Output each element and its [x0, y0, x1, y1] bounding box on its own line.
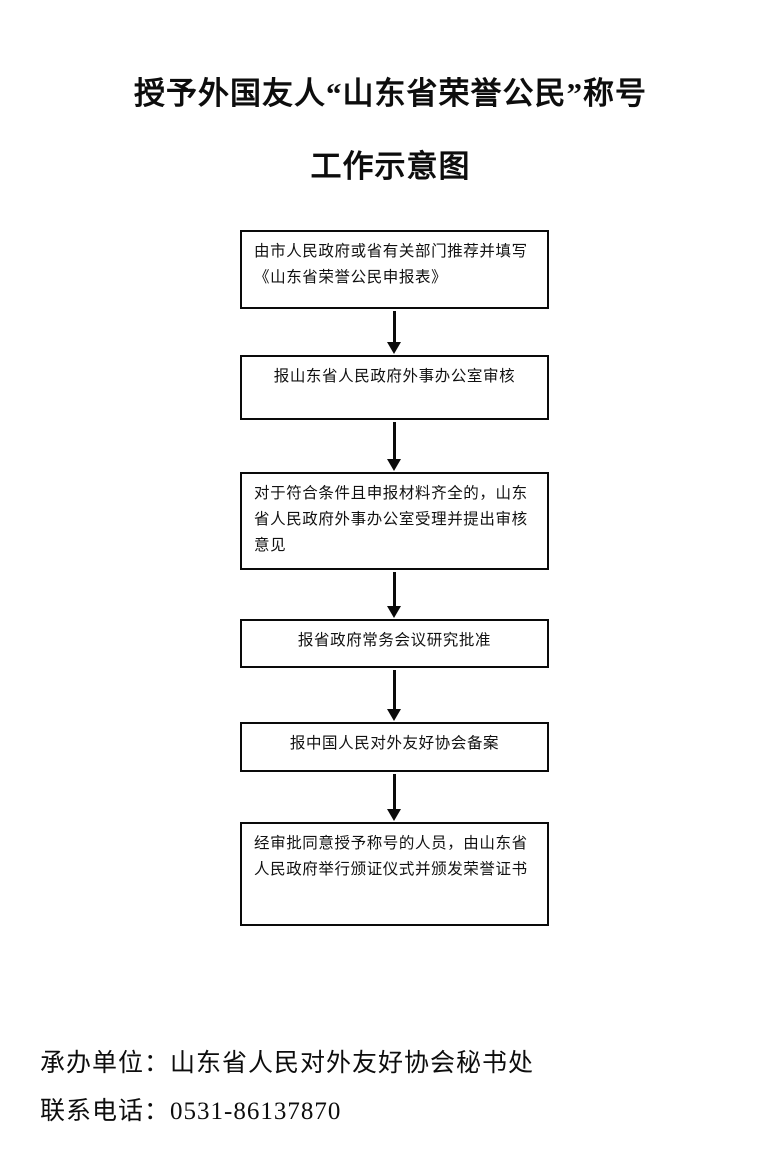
flow-arrow-2-to-3 [387, 422, 401, 471]
title-line-2: 工作示意图 [310, 149, 471, 184]
arrow-head-icon [387, 709, 401, 721]
footer: 承办单位：山东省人民对外友好协会秘书处 联系电话：0531-86137870 [40, 1040, 740, 1136]
flow-arrow-1-to-2 [387, 311, 401, 354]
arrow-head-icon [387, 606, 401, 618]
flow-node-step-1: 由市人民政府或省有关部门推荐并填写《山东省荣誉公民申报表》 [240, 230, 549, 309]
flow-node-step-6: 经审批同意授予称号的人员，由山东省人民政府举行颁证仪式并颁发荣誉证书 [240, 822, 549, 926]
flow-node-step-3-label: 对于符合条件且申报材料齐全的，山东省人民政府外事办公室受理并提出审核意见 [254, 485, 528, 554]
arrow-head-icon [387, 809, 401, 821]
flow-arrow-5-to-6 [387, 774, 401, 821]
flow-node-step-1-label: 由市人民政府或省有关部门推荐并填写《山东省荣誉公民申报表》 [254, 243, 528, 286]
flow-node-step-2-label: 报山东省人民政府外事办公室审核 [273, 368, 516, 385]
arrow-head-icon [387, 342, 401, 354]
flow-node-step-5-label: 报中国人民对外友好协会备案 [289, 735, 500, 752]
flow-node-step-4-label: 报省政府常务会议研究批准 [297, 632, 492, 649]
footer-organization: 承办单位：山东省人民对外友好协会秘书处 [40, 1050, 535, 1077]
footer-phone: 联系电话：0531-86137870 [40, 1098, 342, 1125]
arrow-head-icon [387, 459, 401, 471]
title-line-1: 授予外国友人“山东省荣誉公民”称号 [134, 76, 647, 111]
flow-node-step-4: 报省政府常务会议研究批准 [240, 619, 549, 668]
flow-node-step-6-label: 经审批同意授予称号的人员，由山东省人民政府举行颁证仪式并颁发荣誉证书 [254, 835, 528, 878]
page-title: 授予外国友人“山东省荣誉公民”称号 工作示意图 [0, 78, 781, 182]
flow-arrow-4-to-5 [387, 670, 401, 721]
flow-node-step-2: 报山东省人民政府外事办公室审核 [240, 355, 549, 420]
flow-arrow-3-to-4 [387, 572, 401, 618]
flow-node-step-3: 对于符合条件且申报材料齐全的，山东省人民政府外事办公室受理并提出审核意见 [240, 472, 549, 570]
flow-node-step-5: 报中国人民对外友好协会备案 [240, 722, 549, 772]
